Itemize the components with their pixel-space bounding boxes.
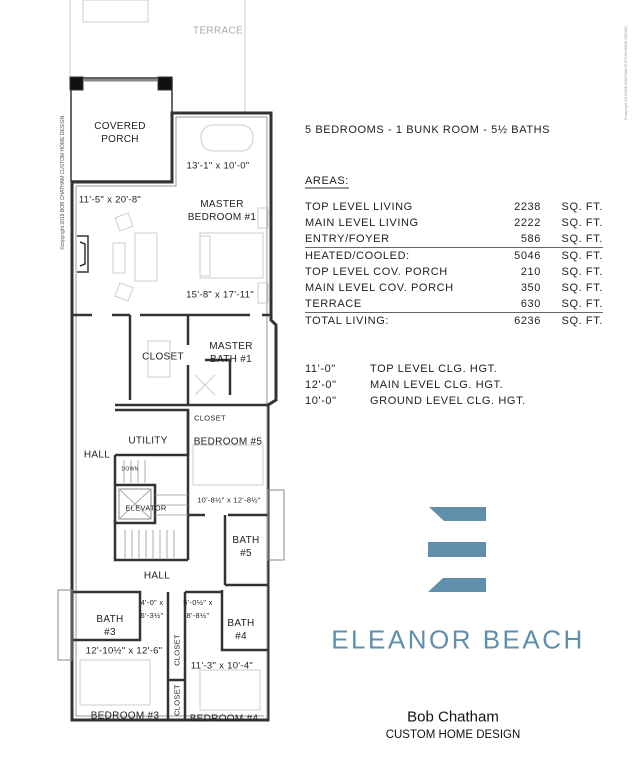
covered-porch-label: COVERED PORCH	[94, 121, 146, 145]
area-row-total: TOTAL LIVING: 6236 SQ. FT.	[305, 313, 603, 329]
ceiling-row: 11'-0" TOP LEVEL CLG. HGT.	[305, 361, 526, 377]
area-unit: SQ. FT.	[561, 250, 603, 262]
copyright-text-right: ©copyright 2018 BOB CHATHAM CUSTOM HOME …	[624, 26, 628, 120]
area-value: 210	[520, 266, 541, 278]
area-name: HEATED/COOLED:	[305, 250, 410, 262]
area-unit: SQ. FT.	[561, 201, 603, 213]
area-row: TOP LEVEL LIVING 2238 SQ. FT.	[305, 199, 603, 215]
area-unit: SQ. FT.	[561, 266, 603, 278]
ceiling-label: GROUND LEVEL CLG. HGT.	[370, 395, 526, 407]
fireplace	[77, 235, 89, 273]
stair-down-label: DOWN	[121, 466, 139, 473]
area-name: TERRACE	[305, 298, 362, 310]
bath3-dimension: 4'-0" x 6'-3½"	[140, 598, 164, 620]
area-value: 630	[520, 298, 541, 310]
area-row: TERRACE 630 SQ. FT.	[305, 296, 603, 313]
utility-label: UTILITY	[128, 435, 168, 447]
copyright-text: ©copyright 2018 BOB CHATHAM CUSTOM HOME …	[60, 115, 66, 250]
ceiling-label: MAIN LEVEL CLG. HGT.	[370, 379, 504, 391]
ceiling-heights: 11'-0" TOP LEVEL CLG. HGT. 12'-0" MAIN LEV…	[305, 361, 526, 409]
area-name: ENTRY/FOYER	[305, 233, 390, 245]
area-value: 586	[520, 233, 541, 245]
area-value: 2238	[514, 201, 541, 213]
designer-subtitle: CUSTOM HOME DESIGN	[385, 729, 521, 741]
interior-walls	[72, 313, 271, 720]
master-bath-label: MASTER BATH #1	[209, 341, 253, 365]
area-unit: SQ. FT.	[561, 282, 603, 294]
small-closet-label: CLOSET	[194, 413, 226, 423]
master-dimension-a: 11'-5" x 20'-8"	[78, 194, 142, 206]
bedroom4-closet-label: CLOSET	[172, 684, 182, 716]
area-unit: SQ. FT.	[561, 217, 603, 229]
area-value: 350	[520, 282, 541, 294]
ceiling-row: 10'-0" GROUND LEVEL CLG. HGT.	[305, 393, 526, 409]
area-row: MAIN LEVEL LIVING 2222 SQ. FT.	[305, 215, 603, 231]
area-name: MAIN LEVEL LIVING	[305, 217, 419, 229]
terrace-outline	[69, 0, 246, 113]
master-bedroom-label: MASTER BEDROOM #1	[187, 199, 257, 223]
master-closet-label: CLOSET	[142, 351, 184, 363]
area-unit: SQ. FT.	[561, 298, 603, 310]
area-row: ENTRY/FOYER 586 SQ. FT.	[305, 231, 603, 248]
bath5-label: BATH #5	[232, 535, 260, 559]
ceiling-label: TOP LEVEL CLG. HGT.	[370, 363, 498, 375]
bath4-dimension: 5'-0½" x 8'-8½"	[183, 598, 213, 620]
lower-hall-label: HALL	[143, 570, 171, 582]
area-unit: SQ. FT.	[561, 315, 603, 327]
bedroom3-label: BEDROOM #3	[90, 710, 160, 722]
exterior-walls-inner	[75, 116, 268, 720]
furniture	[79, 124, 269, 711]
elevator-label: ELEVATOR	[125, 503, 167, 513]
area-value: 2222	[514, 217, 541, 229]
bath3-label: BATH #3	[96, 614, 124, 638]
area-value: 6236	[514, 315, 541, 327]
bedroom3-closet-label: CLOSET	[172, 634, 182, 666]
area-row: MAIN LEVEL COV. PORCH 350 SQ. FT.	[305, 280, 603, 296]
ceiling-height: 10'-0"	[305, 395, 337, 407]
bedroom5-label: BEDROOM #5	[193, 436, 263, 448]
elevator-shaft	[113, 483, 157, 525]
bedroom4-label: BEDROOM #4	[189, 713, 259, 725]
master-dimension-b: 15'-8" x 17'-11"	[186, 289, 254, 301]
ceiling-height: 11'-0"	[305, 363, 336, 375]
designer-name: Bob Chatham	[407, 708, 499, 726]
bedroom3-dimension: 12'-10½" x 12'-6"	[85, 645, 163, 657]
area-name: TOP LEVEL LIVING	[305, 201, 413, 213]
upper-hall-label: HALL	[83, 449, 111, 461]
ceiling-row: 12'-0" MAIN LEVEL CLG. HGT.	[305, 377, 526, 393]
bedroom5-dimension: 10'-8½" x 12'-8½"	[197, 495, 261, 505]
area-value: 5046	[514, 250, 541, 262]
brand-name: ELEANOR BEACH	[331, 624, 585, 655]
areas-title: AREAS:	[305, 175, 349, 187]
window-bays	[57, 489, 285, 722]
area-unit: SQ. FT.	[561, 233, 603, 245]
area-name: MAIN LEVEL COV. PORCH	[305, 282, 454, 294]
headline: 5 BEDROOMS - 1 BUNK ROOM - 5½ BATHS	[305, 124, 551, 136]
bedroom4-dimension: 11'-3" x 10'-4"	[190, 660, 254, 672]
ceiling-height: 12'-0"	[305, 379, 337, 391]
porch-dimension: 13'-1" x 10'-0"	[186, 160, 250, 172]
area-name: TOTAL LIVING:	[305, 315, 390, 327]
area-row: HEATED/COOLED: 5046 SQ. FT.	[305, 248, 603, 264]
stairs	[123, 460, 188, 558]
bath4-label: BATH #4	[227, 618, 255, 642]
area-row: TOP LEVEL COV. PORCH 210 SQ. FT.	[305, 264, 603, 280]
area-name: TOP LEVEL COV. PORCH	[305, 266, 448, 278]
terrace-label: TERRACE	[193, 25, 243, 37]
